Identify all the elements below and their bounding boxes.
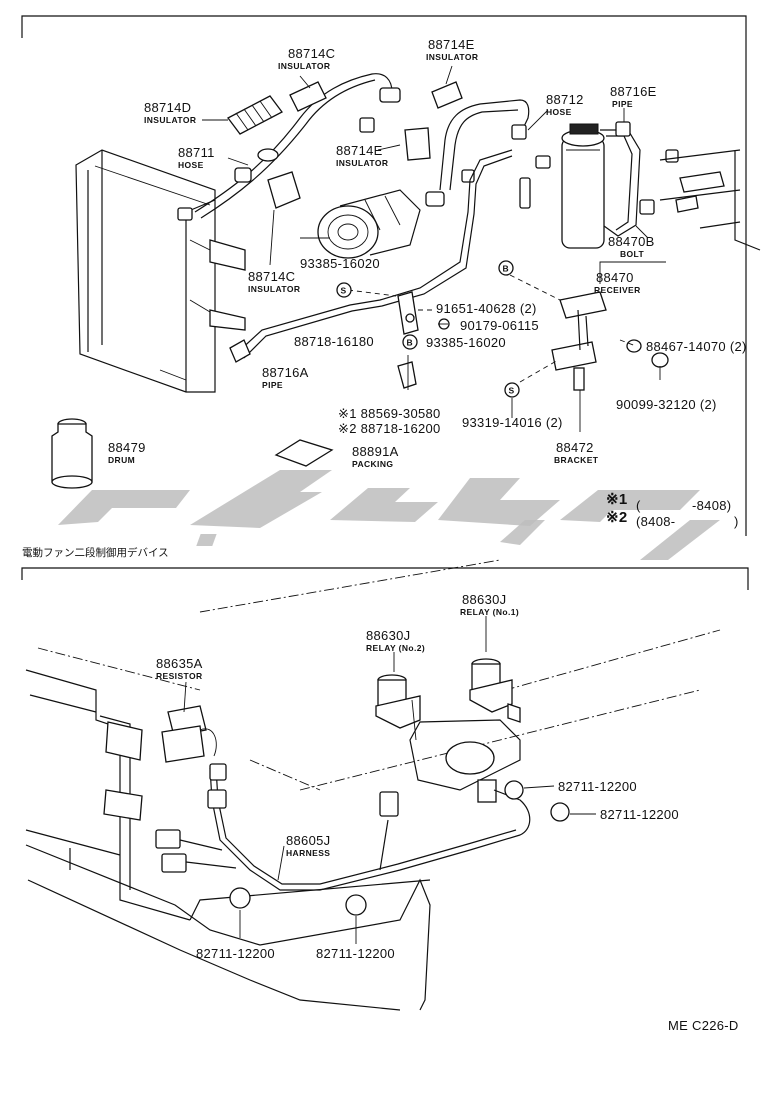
name-88714E-mid: INSULATOR — [336, 158, 388, 168]
name-88714E-top: INSULATOR — [426, 52, 478, 62]
relay-mount — [409, 719, 521, 803]
hose-88712 — [439, 99, 530, 191]
relay-no1 — [469, 658, 521, 723]
label-88472: 88472 — [556, 440, 594, 455]
relay-no2 — [375, 674, 421, 741]
label-82711-b: 82711-12200 — [600, 807, 679, 822]
insulator-88714C-top — [289, 81, 327, 112]
label-88470: 88470 — [596, 270, 634, 285]
bracket-88472 — [551, 291, 607, 391]
watermark-logo — [58, 470, 720, 560]
marker-b-1: B — [402, 334, 418, 350]
label-88479: 88479 — [108, 440, 146, 455]
applicability-notes: ※1 ( -8408) ※2 (8408- ) — [606, 491, 739, 529]
label-88714C-low: 88714C — [248, 269, 295, 284]
section-title: 電動ファン二段制御用デバイス — [22, 546, 169, 559]
packing-88891A — [274, 439, 334, 467]
label-88718-16200: ※2 88718-16200 — [338, 421, 441, 436]
label-88467: 88467-14070 (2) — [646, 339, 747, 354]
label-88470B: 88470B — [608, 234, 655, 249]
leaders-upper — [202, 65, 666, 432]
note-1-open: ( — [636, 498, 641, 513]
label-88605J: 88605J — [286, 833, 330, 848]
name-88470: RECEIVER — [594, 285, 641, 295]
svg-text:S: S — [509, 386, 515, 396]
lower-body-outline — [25, 559, 721, 1011]
leaders-lower — [183, 616, 596, 944]
lower-frame — [21, 567, 749, 590]
compressor — [317, 189, 421, 259]
label-93319: 93319-14016 (2) — [462, 415, 563, 430]
label-88716E: 88716E — [610, 84, 657, 99]
clamp-c — [229, 887, 251, 909]
insulator-88714E-mid — [404, 127, 431, 161]
label-88712: 88712 — [546, 92, 584, 107]
harness-88605J — [209, 767, 531, 891]
note-2-close: ) — [734, 514, 739, 529]
note-2-range: (8408- — [636, 514, 675, 529]
label-88891A: 88891A — [352, 444, 399, 459]
label-93385-16020-b: 93385-16020 — [426, 335, 506, 350]
drum-88479 — [51, 418, 93, 489]
label-91651: 91651-40628 (2) — [436, 301, 537, 316]
label-93385-16020-a: 93385-16020 — [300, 256, 380, 271]
label-88716A: 88716A — [262, 365, 309, 380]
name-88479: DRUM — [108, 455, 135, 465]
note-1-range: -8408) — [692, 498, 731, 513]
label-88714D: 88714D — [144, 100, 191, 115]
diagram-code: ME C226-D — [668, 1018, 739, 1033]
name-88605J: HARNESS — [286, 848, 330, 858]
label-88630J-1: 88630J — [462, 592, 506, 607]
label-88569: ※1 88569-30580 — [338, 406, 441, 421]
label-88714E-top: 88714E — [428, 37, 475, 52]
name-88716A: PIPE — [262, 380, 283, 390]
note-1-mark: ※1 — [606, 491, 628, 508]
name-88712: HOSE — [546, 107, 572, 117]
label-82711-d: 82711-12200 — [316, 946, 395, 961]
body-edge — [659, 149, 761, 251]
insulator-88714C-low — [267, 171, 301, 209]
label-88714C-top: 88714C — [288, 46, 335, 61]
name-88714D: INSULATOR — [144, 115, 196, 125]
label-88630J-2: 88630J — [366, 628, 410, 643]
name-88714C-top: INSULATOR — [278, 61, 330, 71]
name-88711: HOSE — [178, 160, 204, 170]
note-2-mark: ※2 — [606, 509, 628, 526]
label-90099: 90099-32120 (2) — [616, 397, 717, 412]
label-90179: 90179-06115 — [460, 318, 539, 333]
label-88714E-mid: 88714E — [336, 143, 383, 158]
label-82711-c: 82711-12200 — [196, 946, 275, 961]
svg-text:B: B — [407, 338, 414, 348]
clamp-b — [550, 802, 570, 822]
name-88630J-2: RELAY (No.2) — [366, 643, 425, 653]
name-88714C-low: INSULATOR — [248, 284, 300, 294]
receiver-88470 — [561, 123, 605, 249]
clamp-d — [345, 894, 367, 916]
insulator-88714E-top — [431, 81, 463, 109]
name-88891A: PACKING — [352, 459, 393, 469]
label-88718-16180: 88718-16180 — [294, 334, 374, 349]
resistor-88635A — [161, 705, 217, 763]
condenser — [75, 149, 246, 393]
marker-s-1: S — [336, 282, 352, 298]
name-88716E: PIPE — [612, 99, 633, 109]
pipe-88716E — [600, 129, 641, 237]
name-88630J-1: RELAY (No.1) — [460, 607, 519, 617]
svg-text:S: S — [341, 286, 347, 296]
clamp-a — [504, 780, 524, 800]
bracket-88718-16180 — [397, 291, 419, 335]
label-82711-a: 82711-12200 — [558, 779, 637, 794]
name-88635A: RESISTOR — [156, 671, 203, 681]
marker-s-2: S — [504, 382, 520, 398]
name-88472: BRACKET — [554, 455, 599, 465]
upper-frame — [21, 15, 747, 536]
insulator-88714D — [227, 95, 283, 135]
name-88470B: BOLT — [620, 249, 645, 259]
label-88711: 88711 — [178, 145, 215, 160]
svg-text:B: B — [503, 264, 510, 274]
label-88635A: 88635A — [156, 656, 203, 671]
marker-b-2: B — [498, 260, 514, 276]
pipe-88716A — [237, 149, 513, 353]
